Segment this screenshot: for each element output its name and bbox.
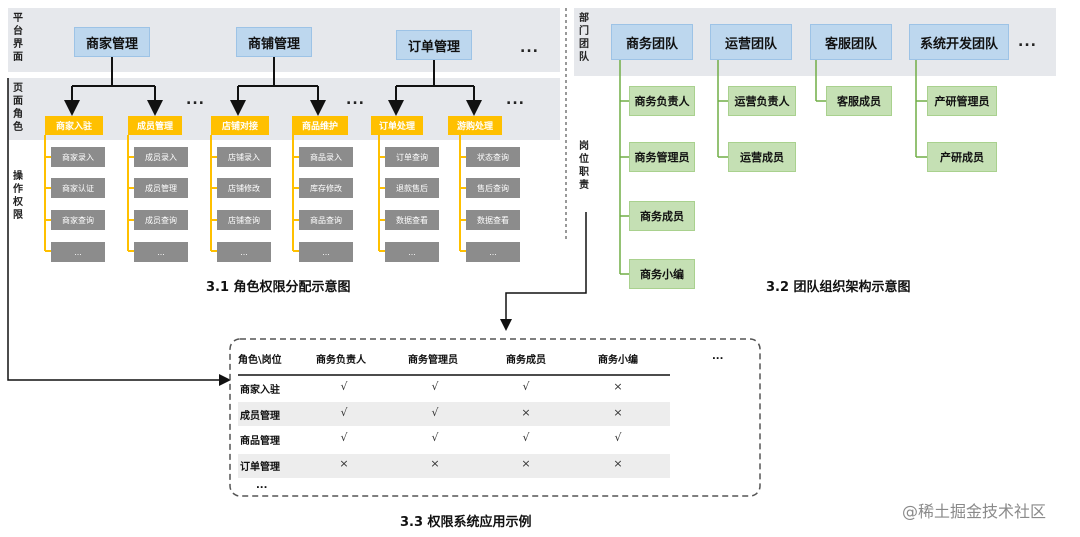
table-cell: √ [431,406,439,419]
perm-box: 商品查询 [299,210,353,230]
team-operations: 运营团队 [710,24,792,60]
module-shop: 商铺管理 [236,27,312,57]
table-cell: × [521,457,531,470]
platform-label: 平台界面 [13,13,23,63]
table-row-header: 成员管理 [240,411,280,422]
perm-box: 订单查询 [385,147,439,167]
role-member-mgmt: 成员管理 [128,116,182,135]
perm-box: 库存修改 [299,178,353,198]
module-order: 订单管理 [396,30,472,60]
table-cell: √ [431,380,439,393]
role-merchant-entry: 商家入驻 [45,116,103,135]
role-product-maint: 商品维护 [292,116,348,135]
role-order-handle: 订单处理 [371,116,423,135]
perm-box: ... [134,242,188,262]
member-box: 客服成员 [826,86,892,116]
perm-box: 店铺查询 [217,210,271,230]
role-more-3: ... [506,92,525,108]
table-row-header: 商品管理 [240,436,280,447]
member-box: 商务小编 [629,259,695,289]
perm-box: 商家查询 [51,210,105,230]
perm-box: 数据查看 [466,210,520,230]
caption-team-structure: 3.2 团队组织架构示意图 [766,280,911,295]
perm-box: 商家认证 [51,178,105,198]
perm-box: ... [51,242,105,262]
table-col-header: 商务负责人 [316,355,366,366]
role-more-1: ... [186,92,205,108]
role-tour-handle: 游购处理 [448,116,502,135]
module-more: ... [520,40,539,56]
table-cell: × [339,457,349,470]
role-label: 页面角色 [13,83,23,133]
table-col-header: 商务小编 [598,355,638,366]
member-box: 运营成员 [728,142,796,172]
perm-box: 店铺修改 [217,178,271,198]
table-cell: √ [340,431,348,444]
table-cell: × [613,406,623,419]
member-box: 商务负责人 [629,86,695,116]
perm-box: 售后查询 [466,178,520,198]
perm-label: 操作权限 [13,171,23,221]
caption-permission-example: 3.3 权限系统应用示例 [400,515,532,530]
perm-box: 店铺录入 [217,147,271,167]
table-row-header: 商家入驻 [240,385,280,396]
perm-box: 成员录入 [134,147,188,167]
table-cell: √ [340,406,348,419]
table-cell: × [613,457,623,470]
table-cell: √ [614,431,622,444]
member-box: 运营负责人 [728,86,796,116]
table-cell: × [613,380,623,393]
table-col-header: 商务管理员 [408,355,458,366]
table-cell: √ [431,431,439,444]
perm-box: 数据查看 [385,210,439,230]
table-row-header: 订单管理 [240,462,280,473]
perm-box: ... [385,242,439,262]
team-service: 客服团队 [810,24,892,60]
module-merchant: 商家管理 [74,27,150,57]
table-stripe [238,402,670,426]
team-more: ... [1018,34,1037,50]
caption-role-permission: 3.1 角色权限分配示意图 [206,280,351,295]
perm-box: ... [299,242,353,262]
perm-box: ... [217,242,271,262]
perm-box: 成员查询 [134,210,188,230]
table-cell: √ [522,380,530,393]
table-cell: × [430,457,440,470]
table-cell: √ [340,380,348,393]
member-box: 商务管理员 [629,142,695,172]
member-box: 产研成员 [927,142,997,172]
member-box: 商务成员 [629,201,695,231]
table-cell: √ [522,431,530,444]
watermark: @稀土掘金技术社区 [902,502,1047,521]
perm-box: 状态查询 [466,147,520,167]
table-col-more: ... [712,351,724,362]
table-corner: 角色\岗位 [238,355,282,366]
perm-box: 商家录入 [51,147,105,167]
role-shop-dock: 店铺对接 [211,116,269,135]
perm-box: 成员管理 [134,178,188,198]
table-col-header: 商务成员 [506,355,546,366]
table-stripe [238,454,670,478]
dept-label: 部门团队 [579,13,589,63]
team-dev: 系统开发团队 [909,24,1009,60]
perm-box: 商品录入 [299,147,353,167]
role-more-2: ... [346,92,365,108]
team-business: 商务团队 [611,24,693,60]
table-cell: × [521,406,531,419]
table-row-more: ... [256,480,268,491]
perm-box: 退款售后 [385,178,439,198]
member-box: 产研管理员 [927,86,997,116]
perm-box: ... [466,242,520,262]
post-label: 岗位职责 [579,141,589,191]
